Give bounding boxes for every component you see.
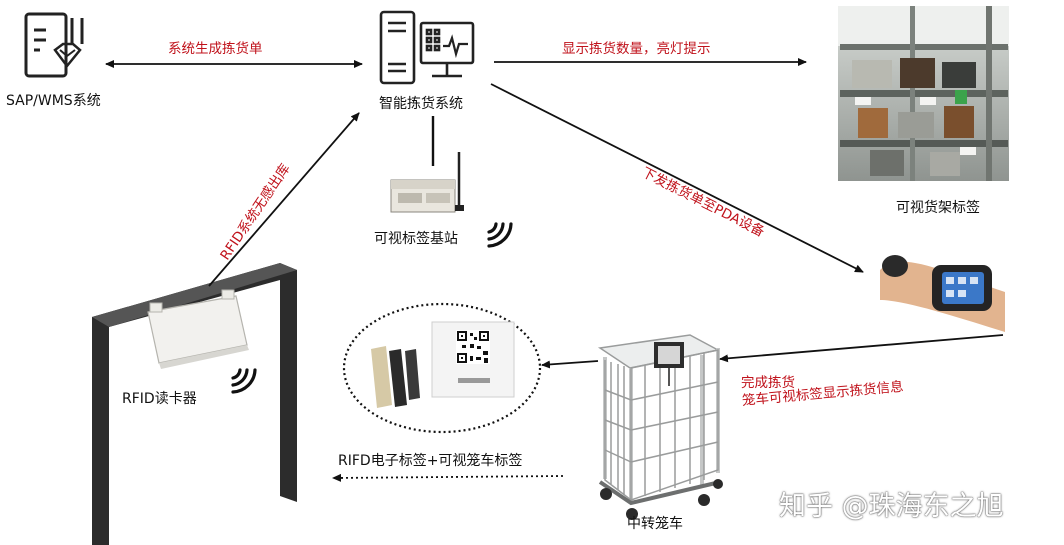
picking-system-label: 智能拣货系统 (379, 96, 463, 112)
shelf-photo (838, 6, 1009, 181)
edge-pda-cart (719, 334, 1004, 363)
base-station-label: 可视标签基站 (374, 231, 458, 247)
wireless-signal-icon (487, 222, 513, 248)
edge-picking-pda (490, 83, 864, 273)
cart-visual-label (654, 342, 684, 386)
tag-group-outline (342, 302, 542, 434)
visual-shelf-label-label: 可视货架标签 (896, 200, 980, 216)
edge-tags-reader (332, 473, 564, 482)
edge-label-pick-done-1: 完成拣货 (741, 375, 795, 391)
qr-code-label (431, 321, 515, 398)
computer-monitor-icon (379, 10, 475, 85)
watermark: 知乎 @珠海东之旭 (779, 491, 1004, 522)
rfid-tag-strip (371, 346, 420, 408)
edge-label-show-qty: 显示拣货数量，亮灯提示 (562, 41, 711, 57)
cage-cart-label: 中转笼车 (627, 516, 683, 532)
rfid-reader-device (147, 289, 249, 369)
rfid-gate (92, 263, 297, 545)
sap-wms-label: SAP/WMS系统 (6, 93, 101, 109)
edge-label-generate-pick-order: 系统生成拣货单 (168, 41, 263, 57)
wireless-signal-icon (231, 368, 257, 394)
rfid-reader-label: RFID读卡器 (122, 391, 197, 407)
base-station-device (390, 152, 464, 213)
edge-reader-picking (208, 112, 360, 287)
cart-wheels (600, 479, 723, 520)
document-certificate-icon (24, 12, 84, 78)
pda-wrist-device (880, 255, 1005, 332)
edge-cart-tags (541, 360, 599, 369)
tag-group-label: RIFD电子标签+可视笼车标签 (338, 453, 523, 469)
